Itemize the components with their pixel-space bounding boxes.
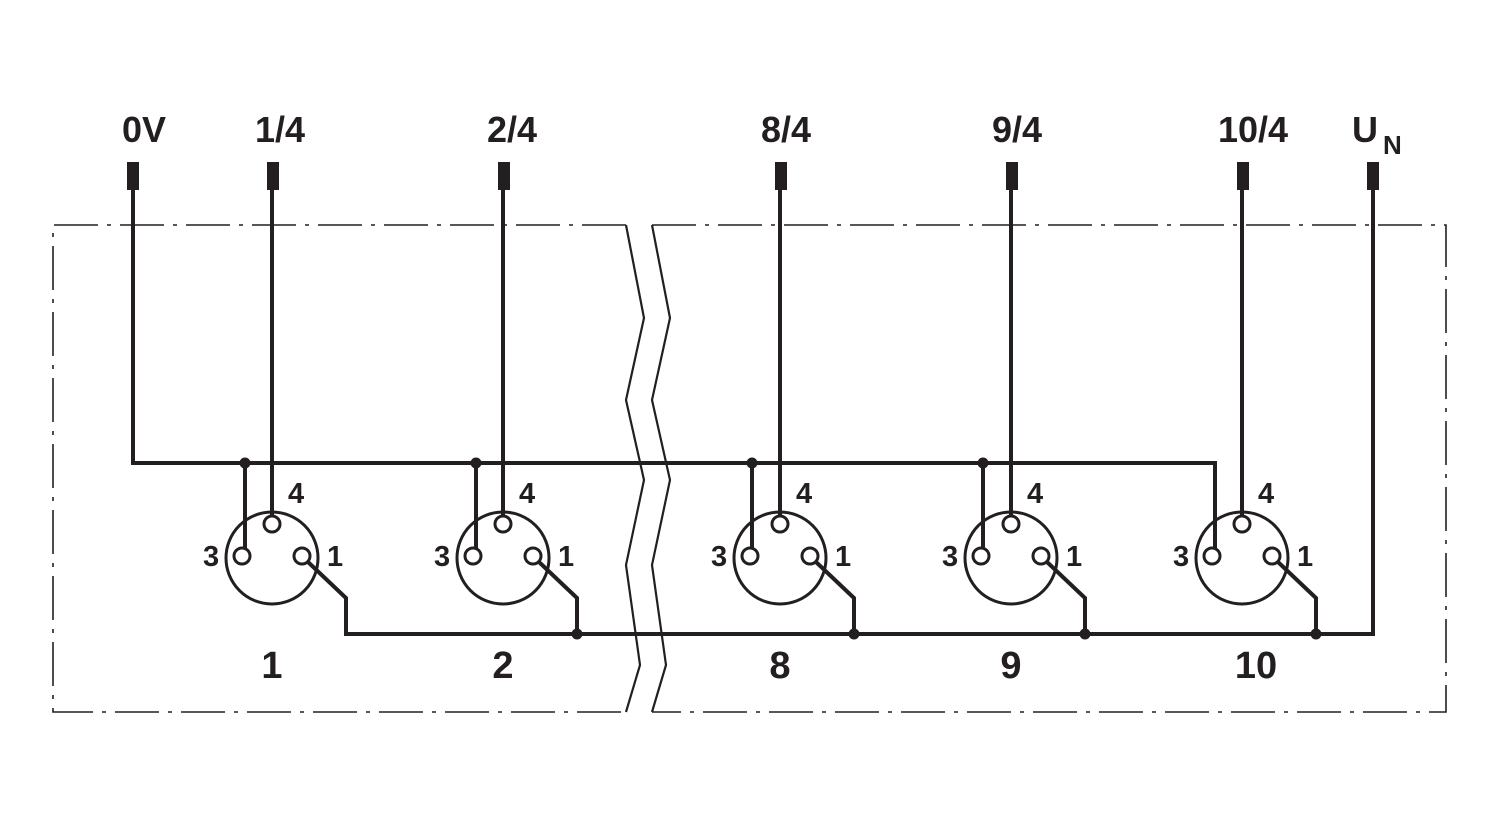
connector-8-un-junction [848, 628, 860, 640]
connector-9-pin1-label: 1 [1066, 541, 1082, 573]
connector-2-number: 2 [492, 645, 513, 687]
terminal-un-subscript: N [1383, 130, 1402, 160]
terminal-un-label: U [1352, 109, 1378, 150]
connector-2-pin4 [493, 514, 513, 534]
connector-10-pin1-wire [1275, 559, 1318, 636]
connector-1-pin4-label: 4 [288, 478, 304, 510]
connector-8-pin4 [770, 514, 790, 534]
connector-2-pin3 [463, 546, 483, 566]
terminal-8-4-marker [775, 162, 787, 190]
un-bus [344, 188, 1375, 636]
connector-10-pin1 [1262, 546, 1282, 566]
terminal-0v-label: 0V [122, 109, 166, 150]
connector-10-pin1-label: 1 [1297, 541, 1313, 573]
terminal-un-marker [1367, 162, 1379, 190]
connector-9-0v-junction [977, 457, 989, 469]
connector-1-number: 1 [261, 645, 282, 687]
connector-2-pin4-label: 4 [519, 478, 535, 510]
connector-9-pin1 [1031, 546, 1051, 566]
terminal-10-4-label: 10/4 [1218, 109, 1288, 150]
connector-1-pin4 [262, 514, 282, 534]
terminal-9-4-marker [1006, 162, 1018, 190]
terminal-labels: 0V 1/4 2/4 8/4 9/4 10/4 U N [122, 109, 1402, 160]
connector-9-number: 9 [1000, 645, 1021, 687]
connector-10-pin3-label: 3 [1173, 541, 1189, 573]
connector-2-un-junction [571, 628, 583, 640]
connector-10-body [1194, 510, 1290, 606]
connector-2-0v-junction [470, 457, 482, 469]
connector-8-0v-junction [746, 457, 758, 469]
terminal-1-4-marker [267, 162, 279, 190]
connector-10-pin3 [1202, 546, 1222, 566]
connector-1-body [224, 510, 320, 606]
connector-8-number: 8 [769, 645, 790, 687]
0v-bus [131, 188, 1217, 555]
connector-1-pin1-wire [305, 559, 348, 636]
connector-9-pin3 [971, 546, 991, 566]
enclosure-right [652, 224, 1447, 713]
enclosure-left [52, 224, 626, 713]
connector-10-pin4 [1232, 514, 1252, 534]
terminal-2-4-marker [498, 162, 510, 190]
connector-1-pin3 [232, 546, 252, 566]
connector-8-pin1-wire [813, 559, 856, 636]
connector-8-body [732, 510, 828, 606]
terminal-8-4-label: 8/4 [761, 109, 811, 150]
connector-2-pin1-wire [536, 559, 579, 636]
connector-10-number: 10 [1235, 645, 1277, 687]
connector-2-body [455, 510, 551, 606]
connector-2: 4 3 1 2 [434, 188, 583, 687]
connector-1-pin3-label: 3 [203, 541, 219, 573]
connector-2-pin1-label: 1 [558, 541, 574, 573]
connector-1-pin1 [292, 546, 312, 566]
connector-1: 4 3 1 1 [203, 188, 348, 687]
connector-2-pin1 [523, 546, 543, 566]
connector-8-pin1-label: 1 [835, 541, 851, 573]
connector-9-pin1-wire [1044, 559, 1087, 636]
break-line-right [650, 224, 672, 713]
connector-8: 4 3 1 8 [711, 188, 860, 687]
connector-1-pin1-label: 1 [327, 541, 343, 573]
connector-8-pin4-label: 4 [796, 478, 812, 510]
terminal-9-4-label: 9/4 [992, 109, 1042, 150]
terminal-markers [127, 162, 1379, 190]
break-line-left [624, 224, 646, 713]
connector-8-pin3-label: 3 [711, 541, 727, 573]
connector-9-body [963, 510, 1059, 606]
connector-9: 4 3 1 9 [942, 188, 1091, 687]
connector-9-pin4 [1001, 514, 1021, 534]
connector-9-pin3-label: 3 [942, 541, 958, 573]
connector-8-pin1 [800, 546, 820, 566]
terminal-0v-marker [127, 162, 139, 190]
terminal-10-4-marker [1237, 162, 1249, 190]
terminal-2-4-label: 2/4 [487, 109, 537, 150]
connector-8-pin3 [740, 546, 760, 566]
terminal-1-4-label: 1/4 [255, 109, 305, 150]
connector-10-pin4-label: 4 [1258, 478, 1274, 510]
connector-9-pin4-label: 4 [1027, 478, 1043, 510]
connector-10-un-junction [1310, 628, 1322, 640]
connector-10: 4 3 1 10 [1173, 188, 1322, 687]
connector-2-pin3-label: 3 [434, 541, 450, 573]
connector-9-un-junction [1079, 628, 1091, 640]
connector-1-0v-junction [239, 457, 251, 469]
